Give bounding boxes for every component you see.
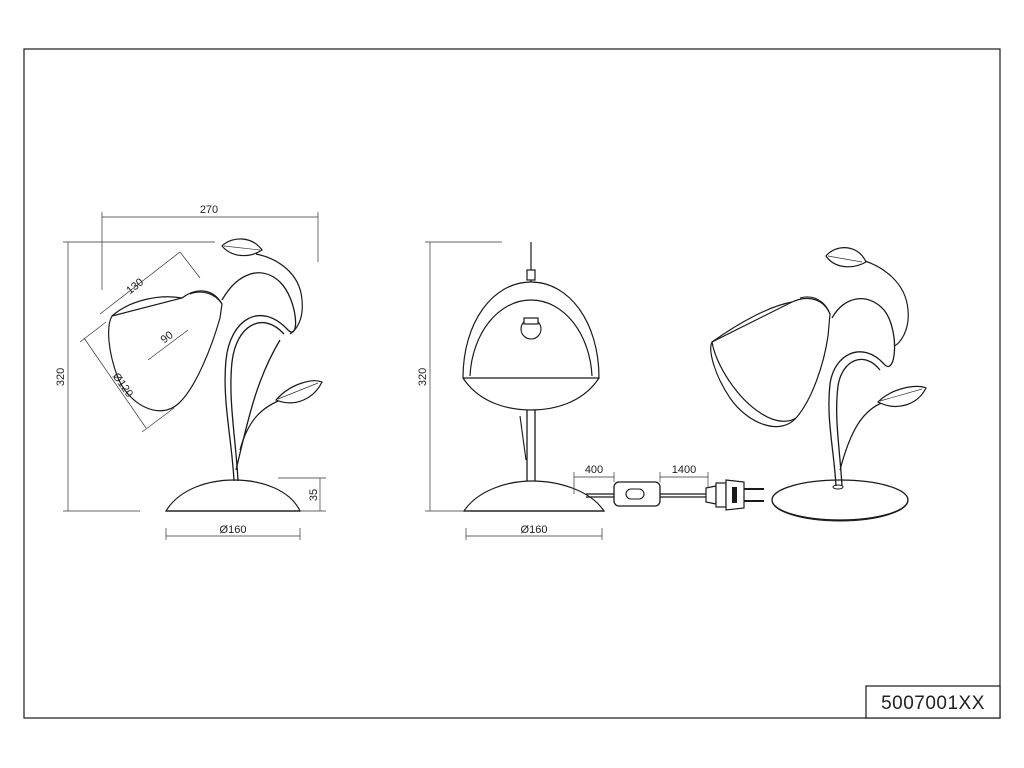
product-code-box: 5007001XX bbox=[865, 685, 1001, 719]
dimension-width: 270 bbox=[101, 204, 319, 290]
front-dimension-base-diameter-label: Ø160 bbox=[521, 524, 548, 536]
perspective-view-stem bbox=[828, 298, 896, 487]
dimension-height-label: 320 bbox=[55, 368, 67, 386]
front-view-base bbox=[462, 480, 606, 512]
dimension-base-diameter: Ø160 bbox=[165, 524, 301, 540]
dimension-base-diameter-label: Ø160 bbox=[220, 524, 247, 536]
cable-plug bbox=[705, 479, 764, 511]
dimension-height: 320 bbox=[55, 241, 215, 512]
perspective-view-leaf-lower bbox=[876, 385, 927, 407]
side-view-stem bbox=[221, 272, 297, 482]
dimension-shade-length-label: 130 bbox=[124, 276, 146, 297]
dimension-shade-depth: 90 bbox=[147, 329, 189, 361]
side-view-leaf-upper bbox=[221, 238, 263, 257]
side-view: 270 320 130 90 Ø120 bbox=[55, 204, 326, 540]
front-dimension-height: 320 bbox=[417, 241, 502, 512]
dimension-cable-to-switch-label: 400 bbox=[585, 464, 603, 476]
front-dimension-base-diameter: Ø160 bbox=[465, 524, 603, 540]
front-dimension-height-label: 320 bbox=[417, 368, 429, 386]
product-code: 5007001XX bbox=[881, 693, 985, 714]
drawing-frame bbox=[23, 48, 1001, 719]
dimension-shade-depth-label: 90 bbox=[159, 329, 176, 346]
perspective-view-shade bbox=[710, 297, 831, 428]
dimension-base-height-label: 35 bbox=[308, 489, 320, 501]
perspective-view bbox=[710, 247, 927, 522]
side-view-base bbox=[164, 479, 301, 512]
perspective-view-leaf-upper bbox=[825, 247, 867, 268]
front-view: 320 Ø160 400 1400 bbox=[417, 241, 764, 540]
dimension-width-label: 270 bbox=[200, 204, 218, 216]
dimension-base-height: 35 bbox=[278, 477, 326, 512]
dimension-cable-to-switch: 400 bbox=[573, 464, 615, 494]
dimension-switch-to-plug: 1400 bbox=[659, 464, 709, 488]
dimension-switch-to-plug-label: 1400 bbox=[672, 464, 696, 476]
